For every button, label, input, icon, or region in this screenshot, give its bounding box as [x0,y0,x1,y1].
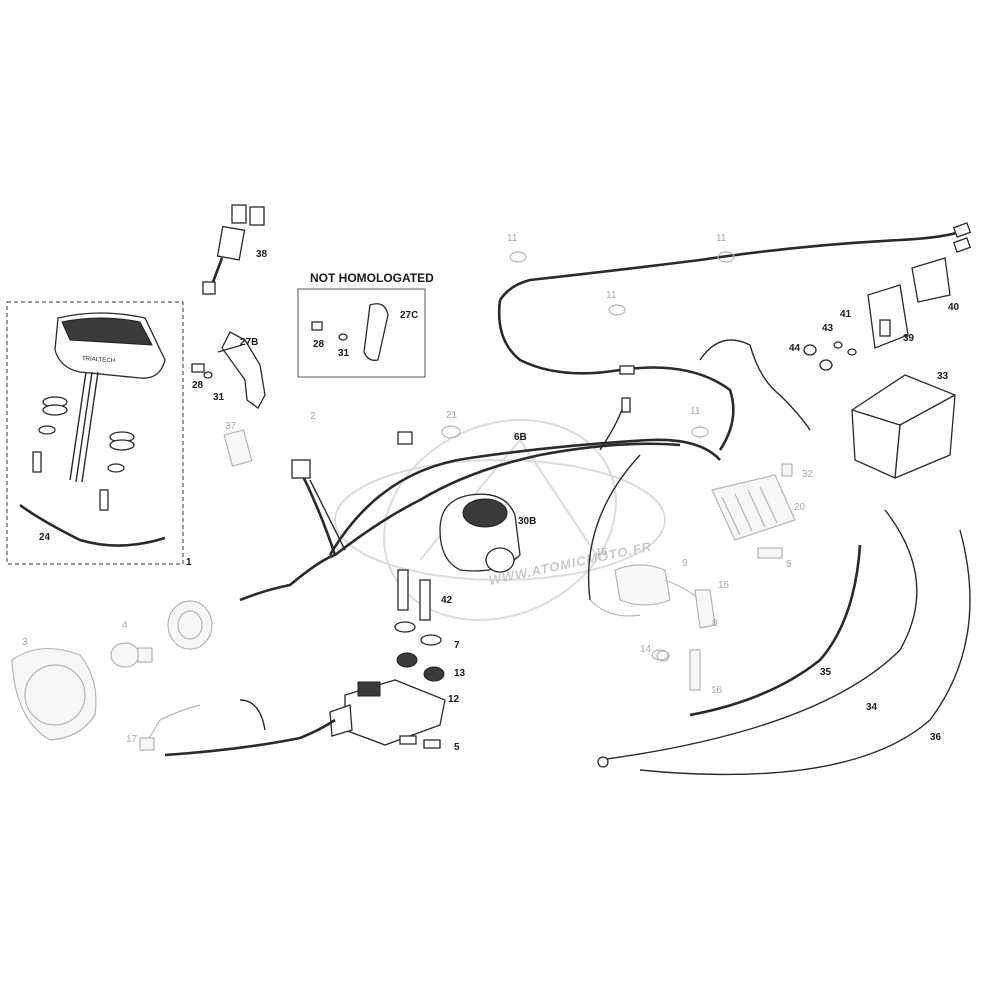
callout-38: 38 [256,249,268,260]
callout-7: 7 [454,640,460,651]
callout-2: 2 [310,411,316,422]
callout-44: 44 [789,343,801,354]
callout-33: 33 [937,371,949,382]
callout-35: 35 [820,667,832,678]
part-38-connector [202,204,265,295]
callout-17: 17 [126,734,138,745]
clamps-11-21 [223,251,735,661]
callout-13: 13 [454,668,466,679]
bracket-27c [311,303,389,361]
instrument-brand: TRIALTECH [82,356,115,364]
bulb-4 [110,600,213,668]
cdi-12 [164,679,446,757]
callout-12: 12 [448,694,460,705]
instrument-kit-frame [6,301,184,565]
callout-11c: 11 [606,290,617,301]
callout-5a: 5 [786,559,792,570]
callout-28a: 28 [192,380,204,391]
callout-15b: 15 [718,580,730,591]
callout-9: 9 [682,558,688,569]
callout-43: 43 [822,323,834,334]
callout-28b: 28 [313,339,325,350]
screws-43-44 [803,341,857,371]
callout-42: 42 [441,595,453,606]
callout-21: 21 [446,410,458,421]
sensor-17 [139,704,201,751]
callout-14: 14 [640,644,652,655]
regulator-20 [711,463,796,559]
callout-5b: 5 [454,742,460,753]
callout-32: 32 [802,469,814,480]
callout-8: 8 [712,618,718,629]
callout-3: 3 [22,637,28,648]
bracket-27b [191,331,266,409]
instrument-panel: TRIALTECH [19,312,166,547]
relay-39 [867,284,909,349]
callout-30b: 30B [518,516,536,527]
cables-34-35-36 [597,509,971,776]
callout-1: 1 [186,557,192,568]
not-homologated-heading: NOT HOMOLOGATED [310,271,434,285]
callout-31a: 31 [213,392,225,403]
callout-15a: 15 [596,547,608,558]
callout-11a: 11 [507,233,518,244]
callout-34: 34 [866,702,878,713]
callout-36: 36 [930,732,942,743]
callout-37: 37 [225,421,237,432]
callout-41: 41 [840,309,852,320]
ignition-coil-9 [589,564,716,629]
callout-27b: 27B [240,337,258,348]
callout-24: 24 [39,532,51,543]
main-harness-6b [239,222,972,602]
callout-16: 16 [711,685,723,696]
headlight-3 [11,647,97,741]
callout-39: 39 [903,333,915,344]
callout-11b: 11 [716,233,727,244]
callout-40: 40 [948,302,960,313]
spark-plug-16 [656,649,701,691]
callout-labels: 1 24 38 27B 28 31 28 31 27C 6B 30B 42 7 … [39,249,960,753]
callout-31b: 31 [338,348,350,359]
callout-4: 4 [122,620,128,631]
callout-6b: 6B [514,432,527,443]
battery-33 [851,374,956,479]
callout-11d: 11 [690,406,701,417]
callout-27c: 27C [400,310,418,321]
callout-labels-grey: 11 11 11 11 21 2 37 32 20 5 15 9 15 8 14… [22,233,814,745]
not-homologated-frame [297,288,426,378]
callout-20: 20 [794,502,806,513]
switch-30b [439,493,521,573]
hardware-42-7-13-5 [394,569,445,749]
relay-40 [911,257,951,303]
